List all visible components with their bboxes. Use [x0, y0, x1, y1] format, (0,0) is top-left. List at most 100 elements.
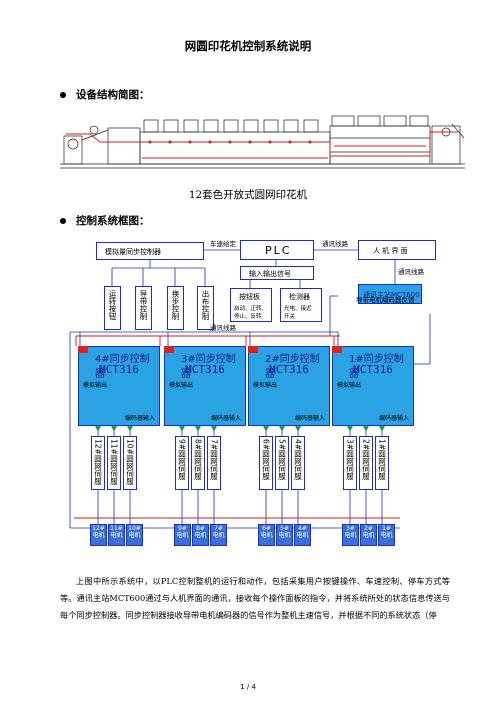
sensor-line: 开关 — [284, 314, 296, 320]
controller-status-indicator — [332, 346, 342, 353]
section-heading-control: 控制系统框图： — [60, 213, 150, 228]
motor-label: 电机 — [380, 532, 393, 539]
motor-8: 8#电机 — [192, 524, 209, 546]
controller-name: 4#同步控制器 — [95, 354, 150, 380]
motor-1: 1#电机 — [378, 524, 395, 546]
servo-12: 12#圆网伺服 — [91, 436, 105, 490]
servo-3: 3#圆网伺服 — [343, 436, 357, 490]
motor-2: 2#电机 — [360, 524, 377, 546]
servo-label: 4#圆网伺服 — [293, 439, 303, 481]
motor-number: 3# — [346, 525, 355, 532]
servo-label: 8#圆网伺服 — [193, 439, 203, 481]
sensor-box: 检测器 光电、接近 开关 — [280, 288, 322, 322]
button-step-label: 换步控制 — [171, 290, 180, 320]
comm-line-label-2: 通讯线路 — [398, 268, 424, 276]
touch-panel-label: 人 机 界 面 — [373, 247, 408, 255]
servo-1: 1#圆网伺服 — [375, 436, 389, 490]
button-run: 运转按钮 — [104, 286, 121, 330]
servo-9: 9#圆网伺服 — [175, 436, 189, 490]
motor-label: 电机 — [344, 532, 357, 539]
plc-io-label: 输入输出信号 — [249, 270, 291, 278]
motor-number: 6# — [262, 525, 271, 532]
motor-number: 11# — [110, 525, 123, 532]
controller-status-indicator — [248, 346, 258, 353]
button-output: 出布控制 — [197, 286, 214, 330]
motor-number: 1# — [382, 525, 391, 532]
motor-label: 电机 — [128, 532, 141, 539]
control-system-diagram: 模拟量同步控制器 车速给定 PLC 通讯线路 人 机 界 面 通讯线路 输入输出… — [60, 236, 440, 558]
motor-label: 电机 — [296, 532, 309, 539]
motor-label: 电机 — [362, 532, 375, 539]
servo-label: 1#圆网伺服 — [377, 439, 387, 481]
button-belt-label: 导带控制 — [139, 290, 148, 320]
input-panel-line: 停止、反转 — [234, 314, 262, 320]
sync-controller-4: 4#同步控制器 MCT316 模拟输出 编码器输入 — [78, 346, 160, 426]
encoder-feedback-label: 导带电机编码器反馈 — [356, 296, 415, 304]
controller-model: MCT316 — [353, 363, 393, 376]
controller-input-label: 编码器输入 — [210, 415, 241, 422]
section-heading-text: 控制系统框图： — [76, 215, 150, 227]
motor-number: 5# — [280, 525, 289, 532]
plc-label: PLC — [265, 244, 292, 257]
servo-label: 10#圆网伺服 — [125, 439, 135, 485]
motor-label: 电机 — [260, 532, 273, 539]
motor-number: 10# — [128, 525, 141, 532]
motor-label: 电机 — [278, 532, 291, 539]
controller-input-label: 编码器输入 — [294, 415, 325, 422]
controller-model: MCT316 — [99, 363, 139, 376]
bullet-dot — [60, 218, 66, 224]
motor-5: 5#电机 — [276, 524, 293, 546]
button-step: 换步控制 — [167, 286, 184, 330]
motor-7: 7#电机 — [210, 524, 227, 546]
mct600-master-box: 通讯主站MCT600 — [358, 284, 422, 304]
servo-label: 5#圆网伺服 — [277, 439, 287, 481]
motor-number: 7# — [214, 525, 223, 532]
analog-sync-controller-box: 模拟量同步控制器 — [96, 242, 204, 260]
servo-6: 6#圆网伺服 — [259, 436, 273, 490]
motor-4: 4#电机 — [294, 524, 311, 546]
servo-5: 5#圆网伺服 — [275, 436, 289, 490]
controller-status-indicator — [164, 346, 174, 353]
mct600-label: 通讯主站MCT600 — [363, 291, 420, 299]
document-title: 网圆印花机控制系统说明 — [184, 39, 312, 53]
controller-input-label: 编码器输入 — [124, 415, 155, 422]
sync-controller-2: 2#同步控制器 MCT316 模拟输出 编码器输入 — [248, 346, 330, 426]
figure-caption: 12套色开放式圆网印花机 — [188, 189, 308, 201]
controller-output-label: 模拟输出 — [83, 382, 108, 389]
controller-output-label: 模拟输出 — [169, 382, 194, 389]
touch-panel-box: 人 机 界 面 — [358, 240, 436, 260]
motor-9: 9#电机 — [174, 524, 191, 546]
button-run-label: 运转按钮 — [108, 290, 117, 320]
motor-label: 电机 — [212, 532, 225, 539]
sync-controller-1: 1#同步控制器 MCT316 模拟输出 编码器输入 — [332, 346, 414, 426]
motor-label: 电机 — [110, 532, 123, 539]
input-panel-title: 按钮板 — [239, 293, 260, 301]
button-belt: 导带控制 — [135, 286, 152, 330]
motor-number: 4# — [298, 525, 307, 532]
controller-model: MCT316 — [185, 363, 225, 376]
servo-2: 2#圆网伺服 — [359, 436, 373, 490]
controller-input-label: 编码器输入 — [378, 415, 409, 422]
sync-controller-3: 3#同步控制器 MCT316 模拟输出 编码器输入 — [164, 346, 246, 426]
diagram-connections — [69, 249, 431, 529]
motor-6: 6#电机 — [258, 524, 275, 546]
motor-label: 电机 — [92, 532, 105, 539]
servo-7: 7#圆网伺服 — [207, 436, 221, 490]
controller-model: MCT316 — [269, 363, 309, 376]
servo-label: 7#圆网伺服 — [209, 439, 219, 481]
servo-label: 11#圆网伺服 — [109, 439, 119, 485]
servo-label: 3#圆网伺服 — [345, 439, 355, 481]
analog-sync-controller-label: 模拟量同步控制器 — [105, 248, 161, 256]
servo-label: 9#圆网伺服 — [177, 439, 187, 481]
speed-setpoint-label: 车速给定 — [210, 240, 236, 248]
servo-label: 2#圆网伺服 — [361, 439, 371, 481]
servo-label: 12#圆网伺服 — [93, 439, 103, 485]
plc-io-box: 输入输出信号 — [240, 266, 314, 280]
bullet-dot — [60, 92, 66, 98]
controller-output-label: 模拟输出 — [253, 382, 278, 389]
controller-name: 3#同步控制器 — [181, 354, 236, 380]
section-heading-structure: 设备结构简图： — [60, 87, 150, 102]
comm-line-label: 通讯线路 — [322, 240, 348, 248]
bus-comm-label: 通讯线路 — [210, 324, 236, 332]
button-output-label: 出布控制 — [201, 290, 210, 320]
